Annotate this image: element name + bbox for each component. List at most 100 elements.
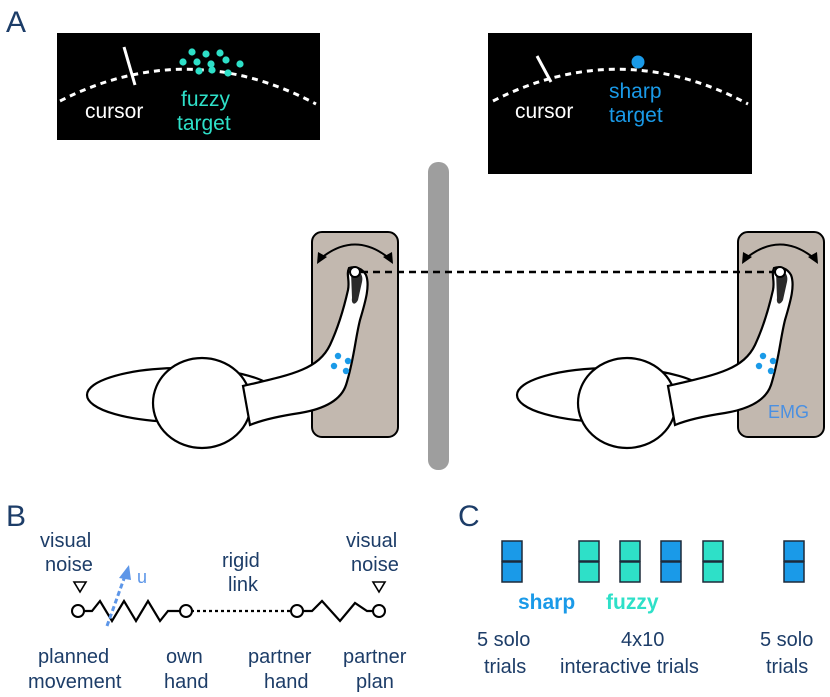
vertical-divider xyxy=(428,162,449,470)
right-motion-arc xyxy=(744,243,816,260)
node-planned-movement xyxy=(71,604,85,618)
label-hand: hand xyxy=(164,671,209,693)
fuzzy-target-label-line2: target xyxy=(177,112,231,135)
left-arc-arrowhead-left xyxy=(317,252,327,264)
trial-block-sharp xyxy=(783,561,805,583)
fuzzy-target-dot xyxy=(236,60,244,68)
visual-noise-left-triangle xyxy=(72,581,88,594)
sharp-target-label-line1: sharp xyxy=(609,80,662,103)
trial-block-fuzzy xyxy=(702,561,724,583)
left-arc-arrowhead-right xyxy=(383,252,393,264)
right-arm xyxy=(666,266,794,427)
caption-solo-last-2: trials xyxy=(766,656,808,678)
right-monitor: cursor sharp target xyxy=(488,33,752,174)
trial-block-fuzzy xyxy=(619,540,641,562)
left-motion-arc xyxy=(319,243,391,260)
right-screen-background xyxy=(488,33,752,174)
panel-b-label: B xyxy=(6,500,26,533)
trial-block-sharp xyxy=(660,540,682,562)
fuzzy-legend: fuzzy xyxy=(606,591,659,614)
fuzzy-target-dot xyxy=(195,67,203,75)
fuzzy-target-label-line1: fuzzy xyxy=(181,88,231,111)
fuzzy-target-dot xyxy=(208,66,216,74)
left-workspace xyxy=(85,231,399,450)
sharp-legend: sharp xyxy=(518,591,575,614)
emg-electrode xyxy=(330,362,338,370)
emg-electrode xyxy=(769,357,777,365)
fuzzy-target-dot xyxy=(224,69,232,77)
caption-interactive-1: 4x10 xyxy=(621,629,664,651)
left-head xyxy=(151,356,253,450)
right-cursor-mark xyxy=(535,55,553,83)
left-cursor-label: cursor xyxy=(85,100,143,123)
trial-block-fuzzy xyxy=(578,540,600,562)
caption-solo-last-1: 5 solo xyxy=(760,629,813,651)
fuzzy-target-dots xyxy=(179,48,244,77)
right-arc-arrowhead-left xyxy=(742,252,752,264)
node-partner-plan xyxy=(372,604,386,618)
visual-noise-right-triangle xyxy=(371,581,387,594)
node-partner-hand xyxy=(290,604,304,618)
fuzzy-target-dot xyxy=(207,60,215,68)
trial-blocks xyxy=(501,540,805,583)
label-partner-hand-1: partner xyxy=(248,646,312,668)
trial-block-fuzzy xyxy=(702,540,724,562)
trial-block-fuzzy xyxy=(578,561,600,583)
fuzzy-target-dot xyxy=(222,56,230,64)
fuzzy-target-dot xyxy=(179,58,187,66)
panel-a-label: A xyxy=(6,6,26,39)
left-emg-electrodes xyxy=(330,352,352,375)
u-label: u xyxy=(137,567,147,587)
visual-noise-right-line2: noise xyxy=(351,554,399,576)
emg-label: EMG xyxy=(768,402,809,422)
trial-block-sharp xyxy=(501,561,523,583)
left-handle xyxy=(349,266,361,278)
sharp-target-label-line2: target xyxy=(609,104,663,127)
emg-electrode xyxy=(334,352,342,360)
trial-block-sharp xyxy=(660,561,682,583)
sharp-target-dot xyxy=(631,55,645,69)
label-own: own xyxy=(166,646,203,668)
label-planned: planned xyxy=(38,646,109,668)
right-handle xyxy=(774,266,786,278)
left-arc-path xyxy=(59,67,317,106)
left-cursor-mark xyxy=(122,46,137,86)
panel-c-label: C xyxy=(458,500,480,533)
caption-solo-first-1: 5 solo xyxy=(477,629,530,651)
caption-solo-first-2: trials xyxy=(484,656,526,678)
label-partner-hand-2: hand xyxy=(264,671,309,693)
right-workspace: EMG xyxy=(515,231,825,450)
u-arrow-head xyxy=(119,565,131,580)
node-own-hand xyxy=(179,604,193,618)
fuzzy-target-dot xyxy=(188,48,196,56)
trial-block-sharp xyxy=(501,540,523,562)
spring-partner xyxy=(303,599,373,623)
caption-interactive-2: interactive trials xyxy=(560,656,699,678)
emg-electrode xyxy=(342,367,350,375)
visual-noise-right-line1: visual xyxy=(346,530,397,552)
right-emg-electrodes xyxy=(755,352,777,375)
right-hand xyxy=(776,270,788,304)
rigid-link-label-line2: link xyxy=(228,574,259,596)
fuzzy-target-dot xyxy=(216,49,224,57)
emg-electrode xyxy=(344,357,352,365)
u-arrow-shaft xyxy=(105,572,128,627)
right-head xyxy=(576,356,678,450)
trial-block-sharp xyxy=(783,540,805,562)
emg-electrode xyxy=(755,362,763,370)
left-hand xyxy=(351,270,363,304)
right-arc-path xyxy=(492,67,749,106)
right-cursor-label: cursor xyxy=(515,100,573,123)
left-arm xyxy=(241,266,369,427)
left-monitor: cursor fuzzy target xyxy=(57,33,320,140)
emg-electrode xyxy=(759,352,767,360)
label-partner-plan-2: plan xyxy=(356,671,394,693)
trial-block-fuzzy xyxy=(619,561,641,583)
visual-noise-left-line1: visual xyxy=(40,530,91,552)
spring-own xyxy=(84,598,180,624)
label-movement: movement xyxy=(28,671,122,693)
fuzzy-target-dot xyxy=(193,58,201,66)
visual-noise-left-line2: noise xyxy=(45,554,93,576)
label-partner-plan-1: partner xyxy=(343,646,407,668)
